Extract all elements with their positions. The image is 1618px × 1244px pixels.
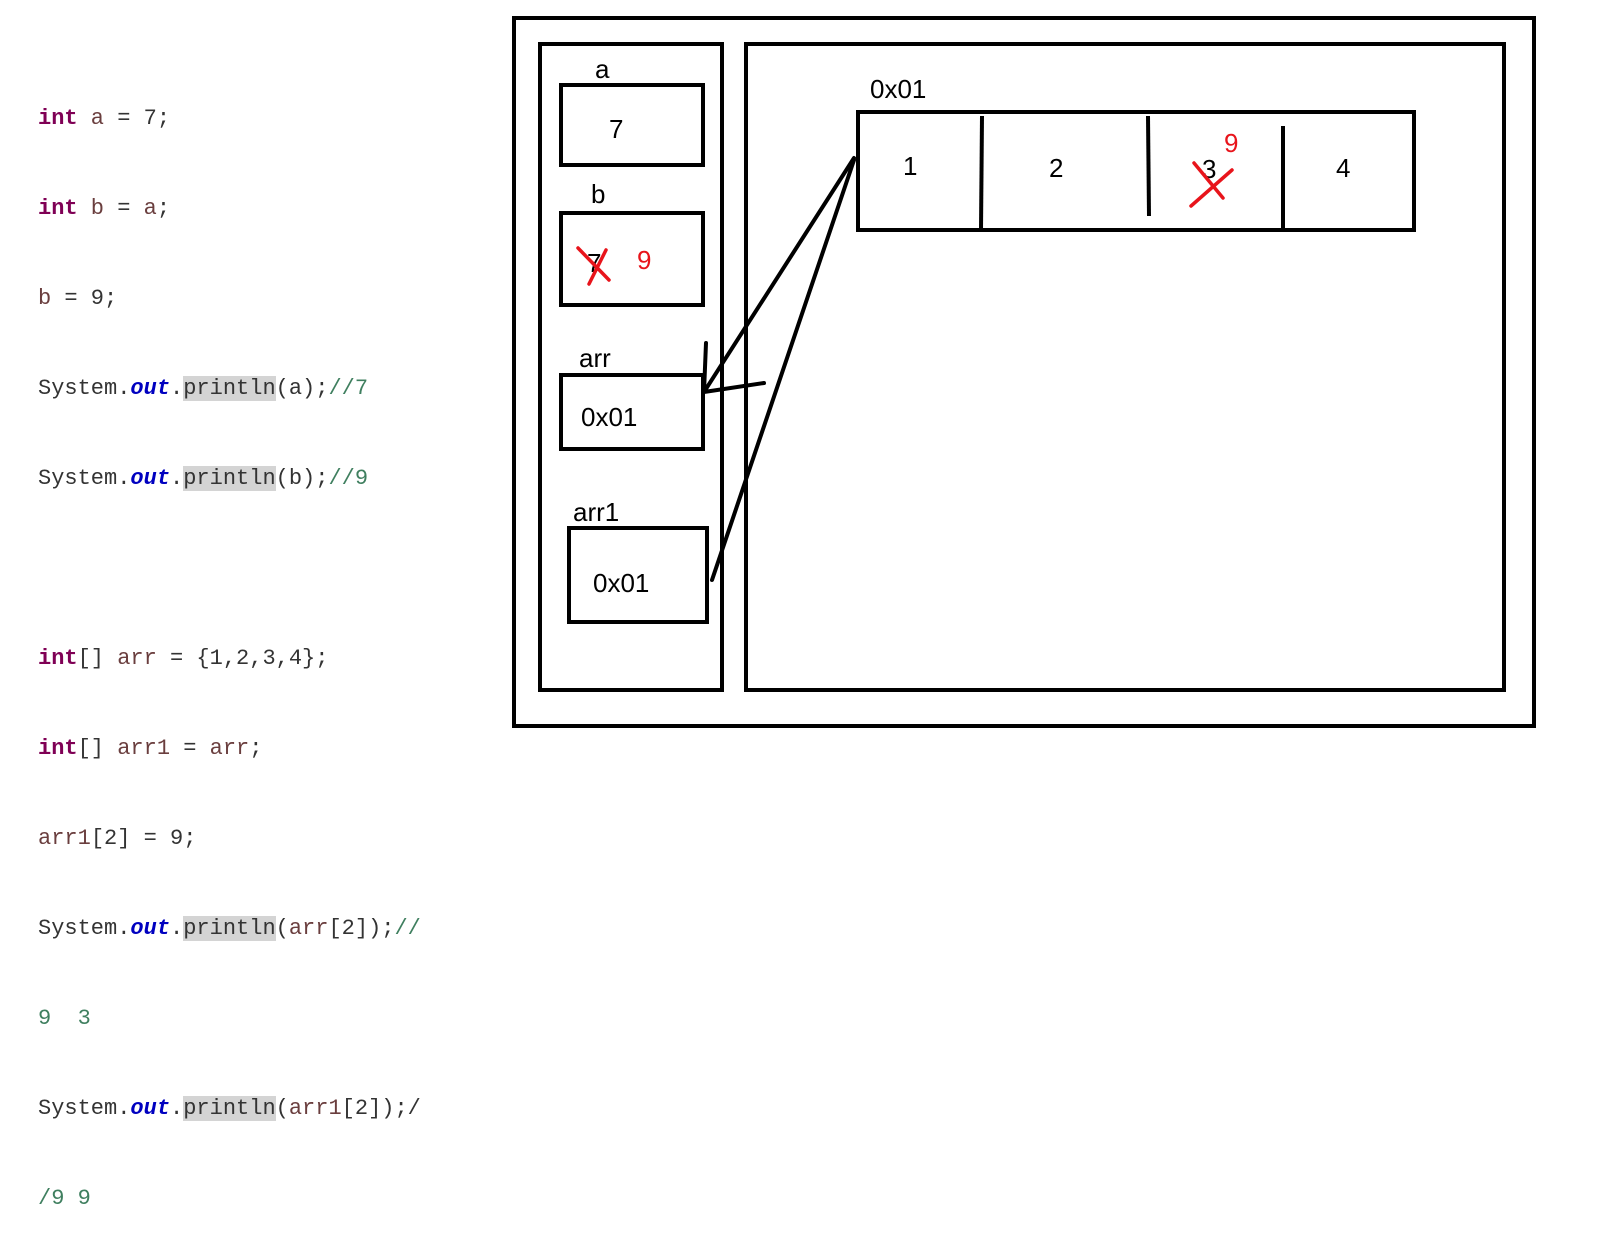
code-comment: //9 — [328, 466, 369, 491]
label-arr1: arr1 — [573, 497, 620, 527]
code-comment: // — [394, 916, 421, 941]
code-text: ( — [275, 916, 289, 941]
method-println: println — [183, 466, 276, 491]
arr-reference-arrow — [702, 156, 856, 394]
variable-a: a — [77, 106, 105, 131]
code-comment: //7 — [328, 376, 369, 401]
stack-box-arr — [559, 373, 705, 451]
code-comment: 9 3 — [38, 1006, 91, 1031]
code-text: [] — [77, 646, 105, 671]
code-text: . — [170, 1096, 184, 1121]
heap-divider-2 — [1146, 115, 1151, 217]
heap-array — [856, 110, 1416, 232]
keyword-int: int — [38, 646, 78, 671]
code-text: (a); — [275, 376, 329, 401]
label-a: a — [595, 54, 610, 84]
method-println: println — [183, 376, 276, 401]
field-out: out — [130, 1096, 171, 1121]
code-text: System. — [38, 1096, 131, 1121]
variable-arr: arr — [104, 646, 157, 671]
value-a: 7 — [609, 114, 624, 144]
code-line-11: System.out.println(arr1[2]);/ — [38, 1094, 421, 1124]
variable-arr1: arr1 — [38, 826, 91, 851]
value-arr: 0x01 — [581, 402, 638, 432]
code-text: [] — [77, 736, 105, 761]
method-println: println — [183, 1096, 276, 1121]
keyword-int: int — [38, 196, 78, 221]
b-strike-icon — [576, 246, 611, 286]
code-text: (b); — [275, 466, 329, 491]
heap-address: 0x01 — [870, 74, 927, 104]
code-text: [2]); — [328, 916, 395, 941]
field-out: out — [130, 916, 171, 941]
code-line-1: int a = 7; — [38, 104, 421, 134]
memory-frame — [512, 16, 1536, 728]
cell-strike-icon — [1189, 161, 1234, 208]
code-text: . — [170, 916, 184, 941]
field-out: out — [130, 466, 171, 491]
code-line-7: int[] arr1 = arr; — [38, 734, 421, 764]
code-line-3: b = 9; — [38, 284, 421, 314]
heap-region — [744, 42, 1506, 692]
code-text: = {1,2,3,4}; — [156, 646, 329, 671]
value-b-new: 9 — [637, 245, 652, 275]
code-text: ; — [249, 736, 263, 761]
code-text: [2]);/ — [341, 1096, 421, 1121]
heap-cell-0: 1 — [903, 151, 918, 181]
variable-arr1: arr1 — [288, 1096, 342, 1121]
label-arr: arr — [579, 343, 611, 373]
heap-cell-1: 2 — [1049, 153, 1064, 183]
heap-divider-1 — [979, 115, 984, 231]
code-text: . — [170, 376, 184, 401]
stack-box-a — [559, 83, 705, 167]
variable-a: a — [143, 196, 157, 221]
code-text: = 9; — [51, 286, 118, 311]
variable-b: b — [38, 286, 52, 311]
code-text: = — [104, 196, 144, 221]
code-line-12: /9 9 — [38, 1184, 421, 1214]
code-line-6: int[] arr = {1,2,3,4}; — [38, 644, 421, 674]
variable-b: b — [77, 196, 105, 221]
variable-arr: arr — [209, 736, 250, 761]
arr1-reference-arrow — [710, 158, 856, 582]
heap-cell-3: 4 — [1336, 153, 1351, 183]
code-text: . — [170, 466, 184, 491]
code-text: System. — [38, 376, 131, 401]
value-arr1: 0x01 — [593, 568, 650, 598]
heap-cell-2-new: 9 — [1224, 128, 1239, 158]
code-text: System. — [38, 916, 131, 941]
ink-strokes — [576, 115, 1285, 582]
code-text: [2] = 9; — [90, 826, 197, 851]
code-line-2: int b = a; — [38, 194, 421, 224]
keyword-int: int — [38, 736, 78, 761]
stack-box-b — [559, 211, 705, 307]
field-out: out — [130, 376, 171, 401]
variable-arr1: arr1 — [104, 736, 171, 761]
stack-box-arr1 — [567, 526, 709, 624]
code-text: ; — [156, 196, 171, 221]
variable-arr: arr — [288, 916, 329, 941]
code-line-10: 9 3 — [38, 1004, 421, 1034]
code-line-5: System.out.println(b);//9 — [38, 464, 421, 494]
label-b: b — [591, 179, 606, 209]
code-text: System. — [38, 466, 131, 491]
code-comment: /9 9 — [38, 1186, 91, 1211]
code-text: = 7; — [104, 106, 171, 131]
code-line-4: System.out.println(a);//7 — [38, 374, 421, 404]
keyword-int: int — [38, 106, 78, 131]
method-println: println — [183, 916, 276, 941]
code-line-8: arr1[2] = 9; — [38, 824, 421, 854]
code-line-9: System.out.println(arr[2]);// — [38, 914, 421, 944]
code-text: = — [170, 736, 210, 761]
code-text: ( — [275, 1096, 289, 1121]
